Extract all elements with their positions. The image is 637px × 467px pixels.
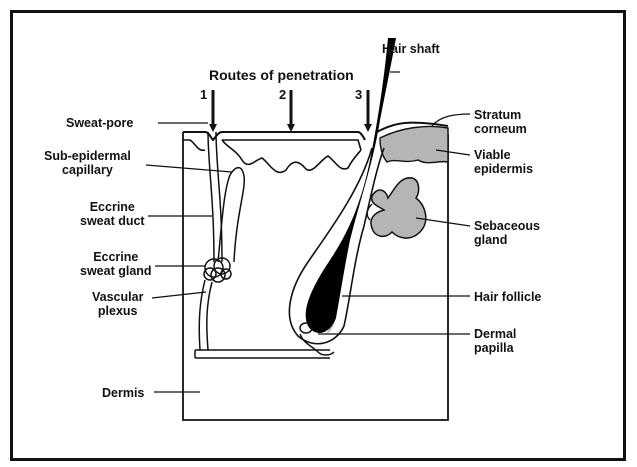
routes-of-penetration-title: Routes of penetration xyxy=(209,68,354,82)
label-dermal-papilla: Dermal papilla xyxy=(474,327,516,355)
label-stratum-corneum: Stratum corneum xyxy=(474,108,527,136)
hair-follicle-outline xyxy=(289,148,384,344)
label-sub-epidermal-capillary: Sub-epidermal capillary xyxy=(44,149,131,177)
label-eccrine-sweat-duct: Eccrine sweat duct xyxy=(80,200,145,228)
label-dermis: Dermis xyxy=(102,386,144,400)
label-hair-follicle: Hair follicle xyxy=(474,290,541,304)
label-viable-epidermis: Viable epidermis xyxy=(474,148,533,176)
label-sebaceous-gland: Sebaceous gland xyxy=(474,219,540,247)
label-eccrine-sweat-gland: Eccrine sweat gland xyxy=(80,250,152,278)
skin-block xyxy=(183,132,448,420)
viable-epidermis-region xyxy=(380,126,448,162)
sebaceous-gland-shape xyxy=(371,178,426,238)
label-vascular-plexus: Vascular plexus xyxy=(92,290,143,318)
route-1-number: 1 xyxy=(200,88,207,102)
label-sweat-pore: Sweat-pore xyxy=(66,116,133,130)
route-2-number: 2 xyxy=(279,88,286,102)
label-hair-shaft: Hair shaft xyxy=(382,42,440,56)
route-3-number: 3 xyxy=(355,88,362,102)
